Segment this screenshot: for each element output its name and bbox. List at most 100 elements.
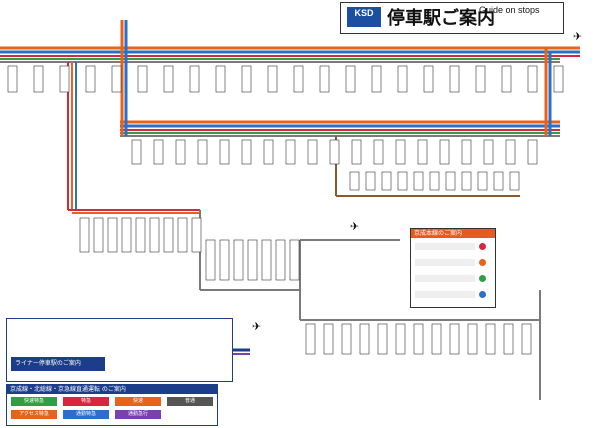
legend-dot: [479, 259, 486, 266]
legend-dot: [479, 275, 486, 282]
station-box: [341, 323, 352, 355]
station-box: [163, 65, 174, 93]
station-box: [395, 323, 406, 355]
station-box: [493, 171, 504, 191]
station-box: [527, 139, 538, 165]
second-trunk-lines: [120, 120, 560, 137]
station-box: [319, 65, 330, 93]
station-box: [247, 239, 258, 281]
logo-text: KSD: [354, 8, 374, 18]
station-box: [351, 139, 362, 165]
station-box: [307, 139, 318, 165]
main-trunk-lines: [0, 46, 580, 63]
station-box: [431, 323, 442, 355]
station-box: [79, 217, 90, 253]
station-box: [461, 139, 472, 165]
liner-title: ライナー停車駅のご案内: [11, 357, 105, 371]
station-box: [449, 65, 460, 93]
legend-row: [415, 243, 475, 250]
type-chip: 通勤急行: [115, 410, 161, 419]
station-box: [377, 323, 388, 355]
station-box: [293, 65, 304, 93]
station-box: [107, 217, 118, 253]
station-markers: [7, 65, 564, 355]
map-header: KSD 停車駅ご案内 Guide on stops: [340, 2, 564, 34]
station-box: [417, 139, 428, 165]
right-legend: 京成本線のご案内: [410, 228, 496, 308]
page-title: 停車駅ご案内: [387, 8, 495, 29]
station-box: [121, 217, 132, 253]
station-box: [349, 171, 360, 191]
station-box: [501, 65, 512, 93]
station-box: [439, 139, 450, 165]
station-box: [413, 171, 424, 191]
station-box: [397, 171, 408, 191]
station-box: [397, 65, 408, 93]
station-box: [509, 171, 520, 191]
station-box: [219, 139, 230, 165]
station-box: [527, 65, 538, 93]
legend-row: [415, 275, 475, 282]
station-box: [93, 217, 104, 253]
lower-branch-lines: [68, 209, 541, 400]
station-box: [503, 323, 514, 355]
station-box: [359, 323, 370, 355]
station-box: [305, 323, 316, 355]
station-box: [261, 239, 272, 281]
legend-row: [415, 291, 475, 298]
right-legend-title: 京成本線のご案内: [411, 229, 495, 238]
station-box: [553, 65, 564, 93]
station-box: [111, 65, 122, 93]
station-box: [7, 65, 18, 93]
station-box: [267, 65, 278, 93]
vertical-connectors: [67, 20, 552, 210]
airplane-icon: ✈: [573, 30, 583, 43]
station-box: [153, 139, 164, 165]
type-chip: 特急: [63, 397, 109, 406]
station-box: [467, 323, 478, 355]
station-box: [461, 171, 472, 191]
station-box: [345, 65, 356, 93]
station-box: [485, 323, 496, 355]
keisei-logo: KSD: [347, 7, 381, 27]
station-box: [445, 171, 456, 191]
legend-row: [415, 259, 475, 266]
type-chip: 快速: [115, 397, 161, 406]
station-box: [373, 139, 384, 165]
station-box: [135, 217, 146, 253]
station-box: [175, 139, 186, 165]
type-legend-title: 京成線・北総線・京急線直通運転 のご案内: [7, 385, 217, 394]
station-box: [289, 239, 300, 281]
station-box: [215, 65, 226, 93]
type-chip: 普通: [167, 397, 213, 406]
station-box: [413, 323, 424, 355]
airplane-icon: ✈: [252, 320, 262, 333]
legend-dot: [479, 291, 486, 298]
station-box: [429, 171, 440, 191]
airplane-icon: ✈: [350, 220, 360, 233]
station-box: [263, 139, 274, 165]
station-box: [483, 139, 494, 165]
station-box: [285, 139, 296, 165]
legend-dot: [479, 243, 486, 250]
station-box: [197, 139, 208, 165]
station-box: [521, 323, 532, 355]
station-box: [423, 65, 434, 93]
station-box: [329, 139, 340, 165]
type-chip: 快速特急: [11, 397, 57, 406]
station-box: [191, 217, 202, 253]
station-box: [177, 217, 188, 253]
station-box: [205, 239, 216, 281]
station-box: [449, 323, 460, 355]
type-chip: アクセス特急: [11, 410, 57, 419]
station-box: [219, 239, 230, 281]
station-box: [59, 65, 70, 93]
station-box: [395, 139, 406, 165]
station-box: [241, 139, 252, 165]
type-chip: 通勤特急: [63, 410, 109, 419]
station-box: [505, 139, 516, 165]
station-box: [137, 65, 148, 93]
station-box: [323, 323, 334, 355]
station-box: [475, 65, 486, 93]
